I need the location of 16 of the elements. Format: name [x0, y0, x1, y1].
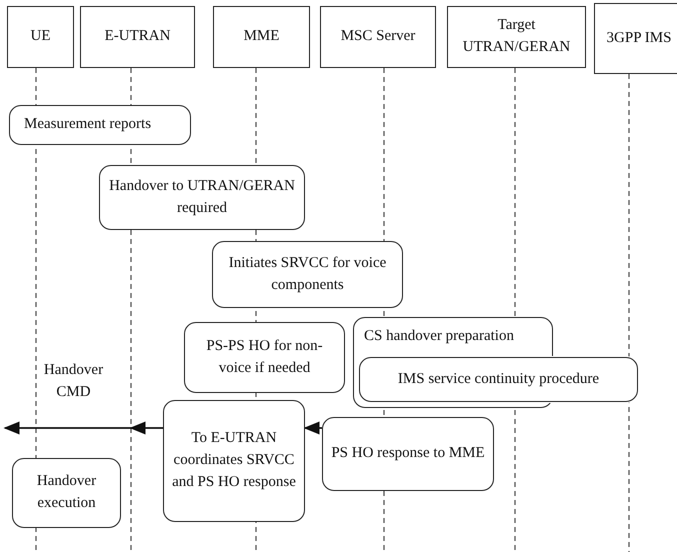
participant-box: 3GPP IMS: [594, 3, 677, 74]
process-box: Handover execution: [12, 458, 121, 528]
process-box: Initiates SRVCC for voice components: [212, 241, 403, 308]
participant-box: Target UTRAN/GERAN: [447, 6, 586, 68]
participant-box: E-UTRAN: [80, 6, 195, 68]
arrow: [4, 422, 163, 434]
participant-box: MME: [213, 6, 310, 68]
process-box: Handover to UTRAN/GERAN required: [99, 165, 305, 230]
participant-box: UE: [7, 6, 74, 68]
arrow: [303, 422, 322, 434]
process-box: Measurement reports: [9, 105, 191, 145]
process-box: IMS service continuity procedure: [359, 357, 638, 402]
process-box: PS HO response to MME: [322, 417, 494, 491]
process-box: To E-UTRAN coordinates SRVCC and PS HO response: [163, 400, 305, 522]
participant-box: MSC Server: [320, 6, 436, 68]
process-box: PS-PS HO for non-voice if needed: [184, 322, 345, 393]
